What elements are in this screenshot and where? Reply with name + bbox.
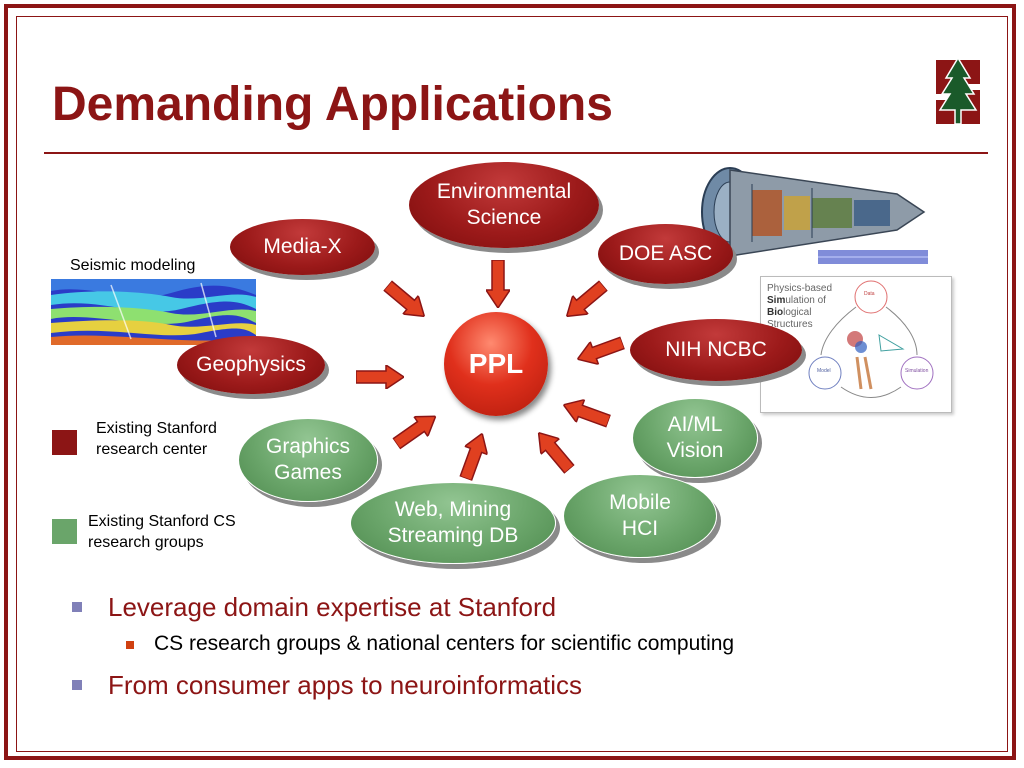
bio-line2-bold: Sim <box>767 295 786 306</box>
stanford-tree-logo-icon <box>936 56 980 125</box>
legend-green-swatch <box>52 519 77 544</box>
legend-red-swatch <box>52 430 77 455</box>
bullet-square-icon <box>72 680 82 690</box>
node-environmental-line2: Science <box>466 206 542 229</box>
slide-frame-outer <box>4 4 1016 760</box>
node-mobile-line1: Mobile <box>609 491 671 514</box>
arrow-icon <box>459 432 489 482</box>
slide-frame-inner <box>16 16 1008 752</box>
arrow-icon <box>565 279 609 318</box>
node-geophysics: Geophysics <box>177 336 325 394</box>
arrow-icon <box>356 365 404 389</box>
arrow-icon <box>537 431 576 475</box>
bio-line4: Structures <box>767 319 813 330</box>
node-mobile-line2: HCI <box>621 517 659 540</box>
legend-green-line2: research groups <box>88 534 204 551</box>
arrow-icon <box>486 260 510 308</box>
node-graphics-games: Graphics Games <box>238 418 378 502</box>
node-ai-ml-line1: AI/ML <box>667 413 723 436</box>
node-web-line1: Web, Mining <box>394 498 512 521</box>
node-geophysics-label: Geophysics <box>196 353 306 376</box>
arrow-icon <box>562 398 612 428</box>
arrow-icon <box>391 415 437 450</box>
legend-green-line1: Existing Stanford CS <box>88 513 236 530</box>
node-nih-ncbc: NIH NCBC <box>630 319 802 381</box>
node-graphics-line2: Games <box>274 461 342 484</box>
legend-red-text: Existing Stanford research center <box>96 418 217 460</box>
node-environmental-line1: Environmental <box>436 180 572 203</box>
node-media-x-label: Media-X <box>263 235 342 258</box>
node-ai-ml-vision: AI/ML Vision <box>632 398 758 478</box>
bio-node-data: Data <box>864 291 875 297</box>
node-web-line2: Streaming DB <box>387 524 519 547</box>
bullet-2-text: From consumer apps to neuroinformatics <box>108 670 582 700</box>
legend-red-line1: Existing Stanford <box>96 420 217 437</box>
node-graphics-line1: Graphics <box>265 435 351 458</box>
ppl-center-node: PPL <box>444 312 548 416</box>
node-media-x: Media-X <box>230 219 375 275</box>
bio-node-model: Model <box>817 368 831 374</box>
legend-red-line2: research center <box>96 441 208 458</box>
node-environmental-science: Environmental Science <box>409 162 599 248</box>
node-ai-ml-line2: Vision <box>666 439 724 462</box>
sub-bullet-1-text: CS research groups & national centers fo… <box>154 632 735 655</box>
legend-green-text: Existing Stanford CS research groups <box>88 511 236 553</box>
bio-line2-rest: ulation of <box>785 295 826 306</box>
node-mobile-hci: Mobile HCI <box>563 474 717 558</box>
bio-line3-bold: Bio <box>767 307 784 318</box>
arrow-icon <box>576 336 626 366</box>
bio-line1: Physics-based <box>767 283 833 294</box>
node-doe-asc-label: DOE ASC <box>618 242 713 265</box>
node-doe-asc: DOE ASC <box>598 224 733 284</box>
node-web-mining-streaming-db: Web, Mining Streaming DB <box>350 482 556 564</box>
ppl-label: PPL <box>468 348 524 379</box>
title-divider <box>44 152 988 154</box>
arrow-icon <box>382 279 426 318</box>
bullet-square-icon <box>72 602 82 612</box>
slide-title: Demanding Applications <box>52 78 613 131</box>
seismic-label: Seismic modeling <box>70 257 196 274</box>
bio-line3-rest: logical <box>783 307 812 318</box>
bullet-1-text: Leverage domain expertise at Stanford <box>108 592 557 622</box>
turbine-image <box>701 167 928 264</box>
bullet-square-icon <box>126 641 134 649</box>
node-nih-ncbc-label: NIH NCBC <box>665 338 767 361</box>
seismic-image <box>51 279 256 345</box>
bio-node-simulation: Simulation <box>905 368 929 374</box>
